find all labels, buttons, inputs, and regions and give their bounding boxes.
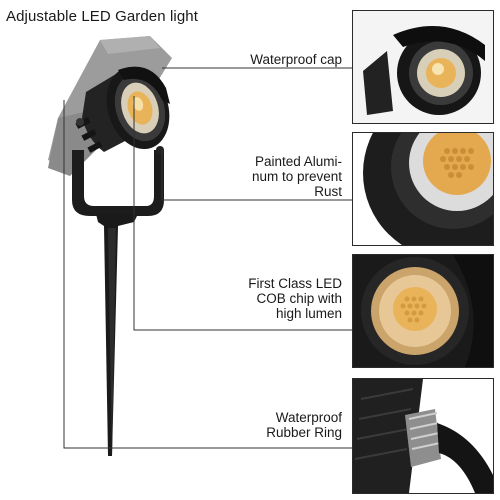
label-line: Waterproof cap xyxy=(250,52,342,67)
label-line: high lumen xyxy=(275,306,342,321)
label-line: num to prevent xyxy=(251,169,342,184)
label-line: COB chip with xyxy=(256,291,342,306)
aluminum-closeup-image xyxy=(353,133,493,245)
label-line: Waterproof xyxy=(275,410,342,425)
label-line: First Class LED xyxy=(248,276,342,291)
callout-label-waterproof-cap: Waterproof cap xyxy=(250,52,342,67)
detail-panel-cob-chip xyxy=(352,254,494,368)
product-title: Adjustable LED Garden light xyxy=(6,8,198,25)
cap-closeup-image xyxy=(353,11,493,123)
callout-label-cob-chip: First Class LED COB chip with high lumen xyxy=(248,276,342,321)
detail-panel-rubber-ring xyxy=(352,378,494,494)
callout-label-rubber-ring: Waterproof Rubber Ring xyxy=(266,410,342,440)
rubber-ring-closeup-image xyxy=(353,379,493,493)
ground-stake xyxy=(96,214,138,456)
detail-panel-cap xyxy=(352,10,494,124)
label-line: Painted Alumi- xyxy=(254,154,342,169)
label-line: Rubber Ring xyxy=(266,425,342,440)
detail-panel-aluminum xyxy=(352,132,494,246)
label-line: Rust xyxy=(314,184,342,199)
callout-label-painted-aluminum: Painted Alumi- num to prevent Rust xyxy=(252,154,342,199)
cob-chip-closeup-image xyxy=(353,255,493,367)
